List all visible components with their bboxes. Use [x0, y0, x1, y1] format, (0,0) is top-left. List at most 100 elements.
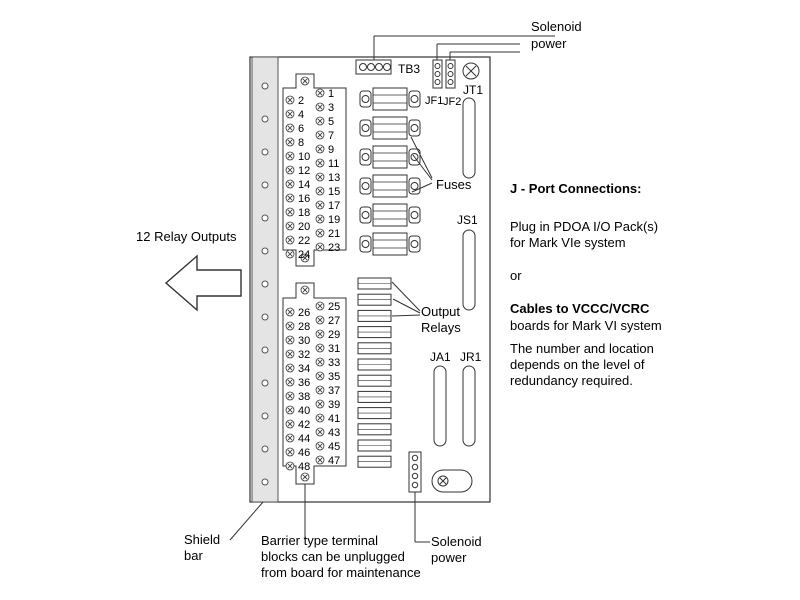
terminal-label: 30 [298, 335, 310, 347]
output-relay [357, 277, 392, 290]
shield-hole [261, 313, 269, 321]
barrier-label-1: Barrier type terminal [261, 533, 379, 548]
terminal-screw [285, 419, 295, 429]
terminal-label: 22 [298, 235, 310, 247]
terminal-screw [285, 137, 295, 147]
fuse-holder [359, 116, 421, 140]
jr1-slot [462, 365, 476, 447]
terminal-screw [285, 165, 295, 175]
terminal-label: 38 [298, 391, 310, 403]
terminal-screw [315, 455, 325, 465]
solenoid-power-bottom-label-2: power [431, 550, 467, 565]
terminal-label: 7 [328, 130, 334, 142]
terminal-label: 6 [298, 123, 304, 135]
terminal-label: 33 [328, 357, 340, 369]
terminal-screw [315, 399, 325, 409]
terminal-label: 47 [328, 455, 340, 467]
j-port-line4: The number and location [510, 341, 654, 356]
terminal-screw [285, 249, 295, 259]
leader-lines [229, 136, 433, 541]
terminal-label: 32 [298, 349, 310, 361]
output-relays-label-2: Relays [421, 320, 461, 335]
label-js1: JS1 [457, 213, 478, 227]
terminal-screw [285, 405, 295, 415]
shield-bar-label-1: Shield [184, 532, 221, 547]
terminal-label: 27 [328, 315, 340, 327]
fuse-holders [359, 87, 421, 256]
terminal-label: 4 [298, 109, 304, 121]
terminal-screw [315, 158, 325, 168]
terminal-label: 48 [298, 461, 310, 473]
terminal-screw [315, 102, 325, 112]
bottom-solenoid-connector [408, 451, 430, 543]
j-port-line3: boards for Mark VI system [510, 318, 662, 333]
fuse-holder [359, 203, 421, 227]
terminal-screw [315, 200, 325, 210]
barrier-label-3: from board for maintenance [261, 565, 421, 580]
output-relay [357, 358, 392, 371]
j-port-line1: Plug in PDOA I/O Pack(s) [510, 219, 659, 234]
shield-hole [261, 445, 269, 453]
output-relay [357, 342, 392, 355]
terminal-label: 2 [298, 95, 304, 107]
terminal-label: 43 [328, 427, 340, 439]
shield-hole [261, 148, 269, 156]
terminal-label: 10 [298, 151, 310, 163]
label-jf2: JF2 [443, 96, 461, 108]
terminal-screw [285, 321, 295, 331]
terminal-screw [285, 193, 295, 203]
terminal-screw [315, 427, 325, 437]
terminal-label: 31 [328, 343, 340, 355]
label-ja1: JA1 [430, 350, 451, 364]
terminal-label: 17 [328, 200, 340, 212]
shield-hole [261, 181, 269, 189]
terminal-label: 14 [298, 179, 310, 191]
terminal-screw [315, 214, 325, 224]
label-jt1: JT1 [463, 83, 483, 97]
shield-hole [261, 82, 269, 90]
shield-hole [261, 115, 269, 123]
terminal-label: 25 [328, 301, 340, 313]
terminal-screw [315, 357, 325, 367]
relay-outputs-arrow [164, 254, 242, 312]
barrier-label-2: blocks can be unplugged [261, 549, 405, 564]
terminal-screw [285, 363, 295, 373]
output-relay [357, 407, 392, 420]
label-jr1: JR1 [460, 350, 482, 364]
terminal-label: 46 [298, 447, 310, 459]
fuse-holder [359, 87, 421, 111]
terminal-screw [315, 228, 325, 238]
output-relay [357, 293, 392, 306]
terminal-label: 3 [328, 102, 334, 114]
terminal-screw [315, 172, 325, 182]
shield-hole [261, 214, 269, 222]
terminal-screw [285, 349, 295, 359]
output-relay [357, 309, 392, 322]
terminal-label: 35 [328, 371, 340, 383]
jt1-slot [462, 97, 476, 179]
terminal-label: 5 [328, 116, 334, 128]
terminal-label: 20 [298, 221, 310, 233]
terminal-label: 16 [298, 193, 310, 205]
output-relay [357, 439, 392, 452]
shield-bar [251, 56, 279, 503]
j-port-heading: J - Port Connections: [510, 181, 642, 196]
terminal-screw [285, 433, 295, 443]
terminal-block-upper [282, 73, 347, 267]
terminal-label: 29 [328, 329, 340, 341]
fuse-holder [359, 232, 421, 256]
terminal-label: 9 [328, 144, 334, 156]
shield-hole [261, 247, 269, 255]
fuse-holder [359, 174, 421, 198]
terminal-label: 23 [328, 242, 340, 254]
shield-hole [261, 412, 269, 420]
terminal-label: 39 [328, 399, 340, 411]
terminal-label: 45 [328, 441, 340, 453]
terminal-screws: 2468101214161820222413579111315171921232… [285, 76, 340, 482]
terminal-screw [285, 335, 295, 345]
output-relay [357, 390, 392, 403]
terminal-screw [315, 88, 325, 98]
terminal-screw [300, 472, 310, 482]
fuses-label: Fuses [436, 177, 472, 192]
